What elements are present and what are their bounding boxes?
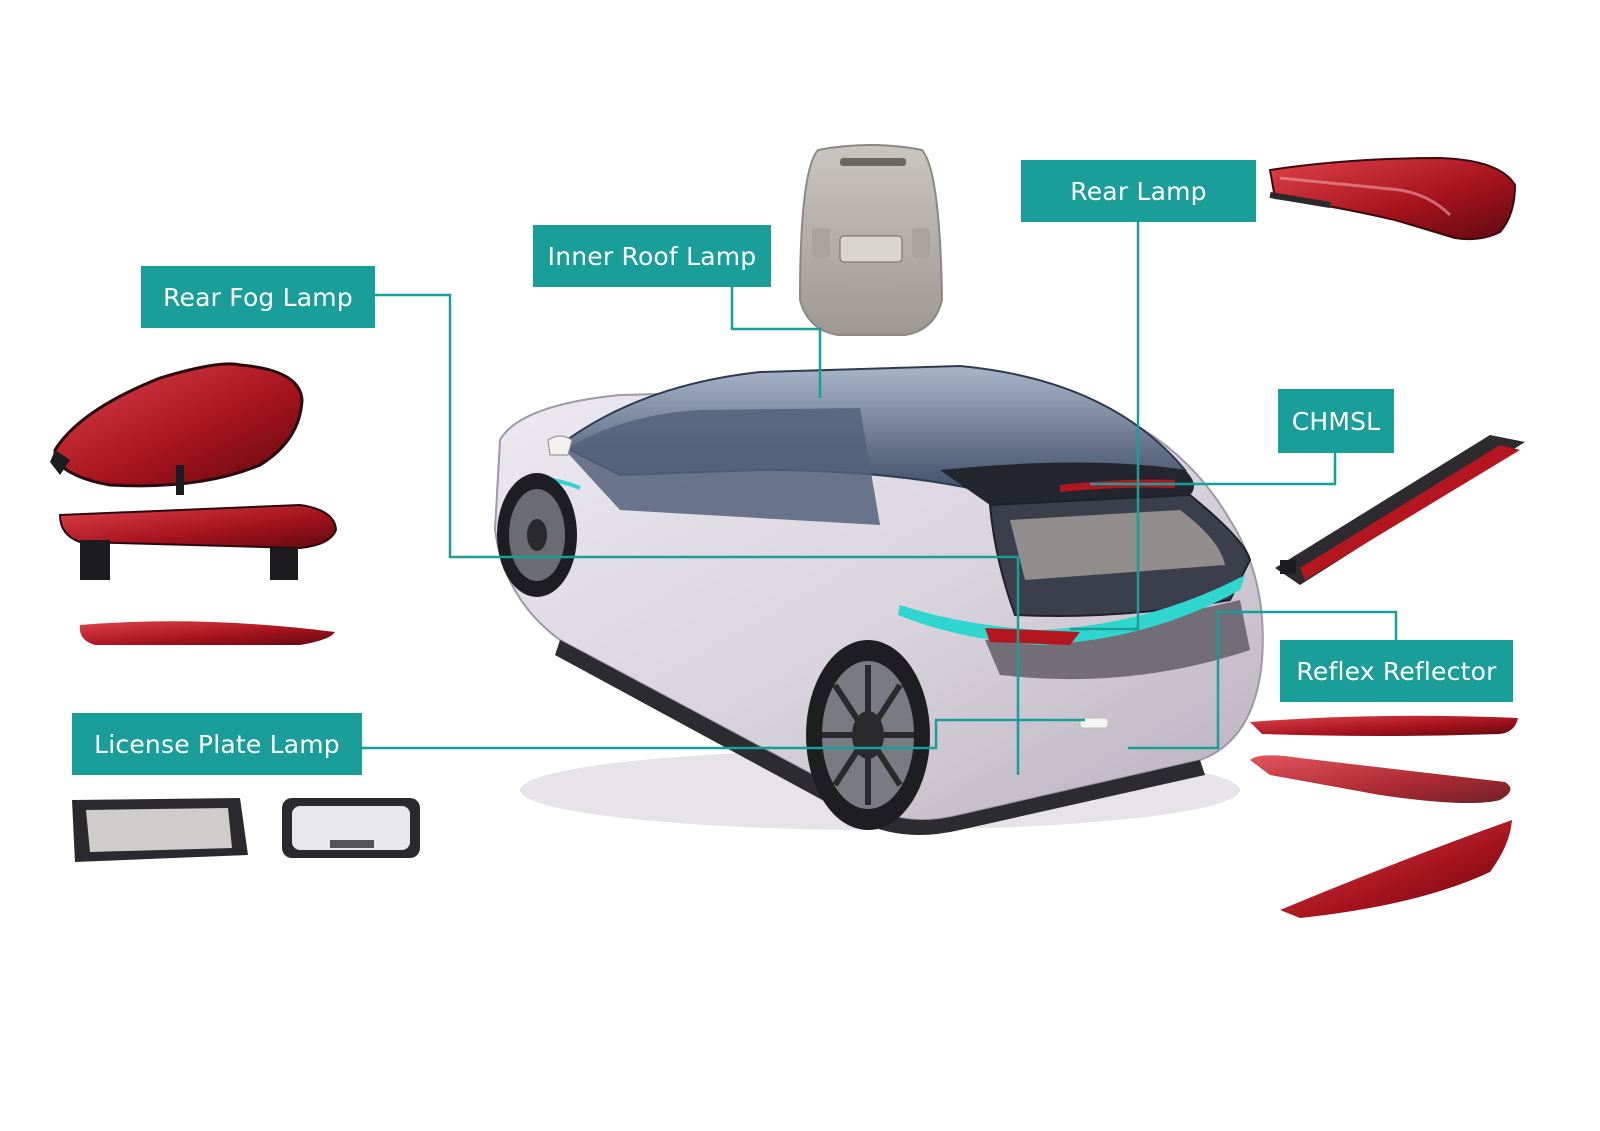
license-plate-lamp-label: License Plate Lamp bbox=[72, 713, 362, 775]
rear-lamp-leader bbox=[1070, 222, 1140, 631]
side-mirror bbox=[547, 435, 573, 456]
reflex-reflector-label: Reflex Reflector bbox=[1280, 640, 1513, 702]
inner-roof-lamp-part bbox=[798, 144, 944, 336]
tailgate-panel bbox=[985, 600, 1250, 680]
chmsl-light-on-car bbox=[1060, 479, 1175, 492]
roof-band bbox=[940, 462, 1194, 505]
chmsl-part bbox=[1275, 435, 1525, 585]
chmsl-leader bbox=[1090, 453, 1337, 486]
license-plate-lamp-leader bbox=[362, 718, 1085, 750]
license-plate-lamp-on-car bbox=[1079, 717, 1109, 729]
reflex-reflector-parts bbox=[1250, 715, 1518, 918]
chmsl-label: CHMSL bbox=[1278, 389, 1394, 453]
car-illustration bbox=[493, 364, 1264, 835]
rear-window-interior bbox=[1010, 510, 1225, 580]
rear-wheel bbox=[806, 640, 930, 830]
rear-lamp-part bbox=[1268, 156, 1517, 241]
side-window bbox=[565, 408, 880, 525]
license-plate-lamp-parts bbox=[72, 798, 420, 862]
rear-fog-lamp-label: Rear Fog Lamp bbox=[141, 266, 375, 328]
inner-roof-lamp-leader bbox=[730, 287, 822, 398]
rear-fog-lamp-leader bbox=[375, 293, 1020, 775]
callout-lines bbox=[362, 222, 1398, 775]
rear-fog-lamp-parts bbox=[50, 362, 338, 645]
rear-lamp-label: Rear Lamp bbox=[1021, 160, 1256, 222]
reflex-reflector-leader bbox=[1128, 610, 1398, 750]
inner-roof-lamp-label: Inner Roof Lamp bbox=[533, 225, 771, 287]
tail-light-strip bbox=[898, 575, 1245, 645]
front-wheel bbox=[497, 473, 577, 597]
tail-light-red bbox=[985, 628, 1080, 645]
